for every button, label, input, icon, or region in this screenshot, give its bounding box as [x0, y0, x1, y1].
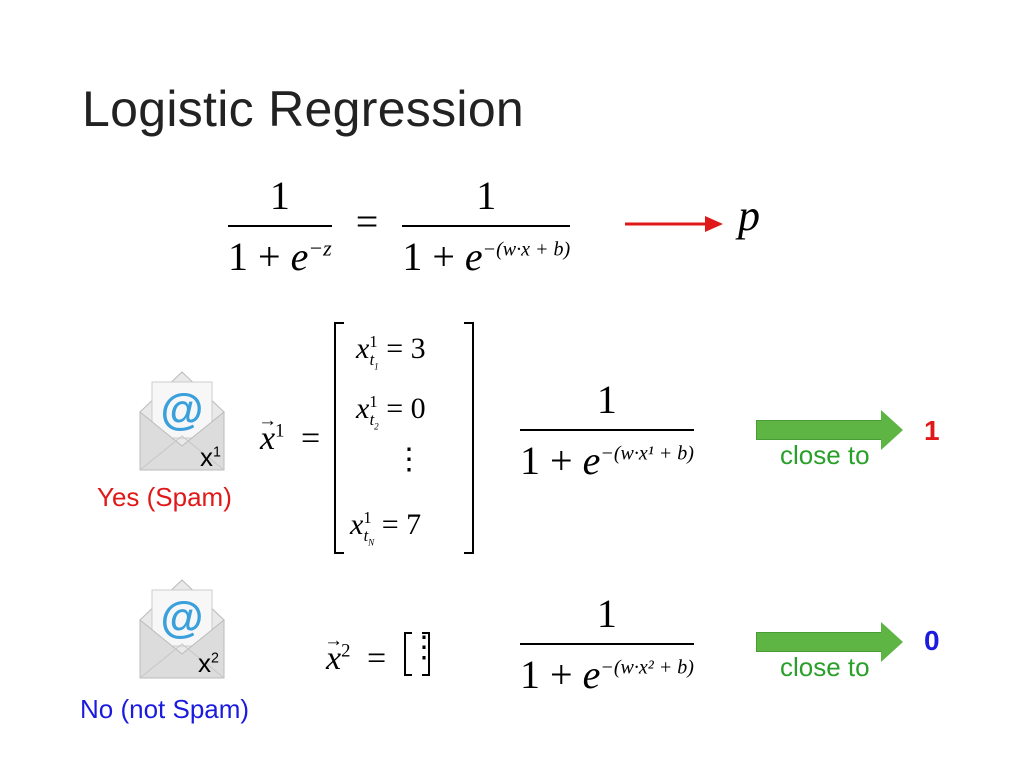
numerator: 1: [269, 173, 290, 218]
vector-x1-lhs: x1 =: [260, 420, 320, 458]
fraction-bar: [402, 225, 571, 227]
probability-p: p: [738, 191, 760, 240]
email-at-icon: @: [139, 371, 225, 471]
example2-class-label: No (not Spam): [80, 694, 250, 724]
matrix-ellipsis: ⋮: [394, 443, 424, 476]
example1-class-label: Yes (Spam): [97, 482, 232, 512]
green-arrow-icon: [756, 622, 903, 662]
feature-vector-matrix: [334, 322, 474, 554]
example1-sigmoid: 1 1 + e−(w·x¹ + b): [520, 377, 694, 483]
denominator: 1 + e−z: [228, 234, 332, 279]
matrix-x2-ellipsis: ⋮: [409, 631, 439, 664]
fraction-bar: [228, 225, 332, 227]
matrix-entry-1: x1t1 = 3: [356, 332, 426, 372]
example2-result: 0: [924, 625, 940, 656]
red-arrow-icon: [625, 216, 723, 232]
numerator: 1: [476, 173, 497, 218]
svg-text:@: @: [161, 593, 204, 642]
example2-x-label: x2: [198, 648, 219, 678]
example1-x-label: x1: [200, 442, 221, 472]
example1-close-to: close to: [780, 440, 870, 470]
matrix-entry-n: x1tN = 7: [350, 508, 422, 548]
equals-sign: =: [355, 199, 379, 245]
matrix-entry-2: x1t2 = 0: [356, 392, 426, 432]
email-at-icon: @: [139, 579, 225, 679]
slide-title: Logistic Regression: [82, 81, 525, 137]
feature-vector-x2-matrix: [404, 632, 430, 676]
denominator: 1 + e−(w·x + b): [402, 234, 571, 279]
fraction-wxb: 1 1 + e−(w·x + b): [402, 172, 571, 280]
green-arrow-icon: [756, 410, 903, 450]
fraction-z: 1 1 + e−z: [228, 172, 332, 280]
example2-close-to: close to: [780, 652, 870, 682]
sigmoid-formula: 1 1 + e−z = 1 1 + e−(w·x + b): [228, 172, 571, 280]
example2-sigmoid: 1 1 + e−(w·x² + b): [520, 591, 694, 697]
example1-result: 1: [924, 415, 940, 446]
svg-text:@: @: [161, 385, 204, 434]
vector-x2-lhs: x2 =: [326, 640, 386, 678]
